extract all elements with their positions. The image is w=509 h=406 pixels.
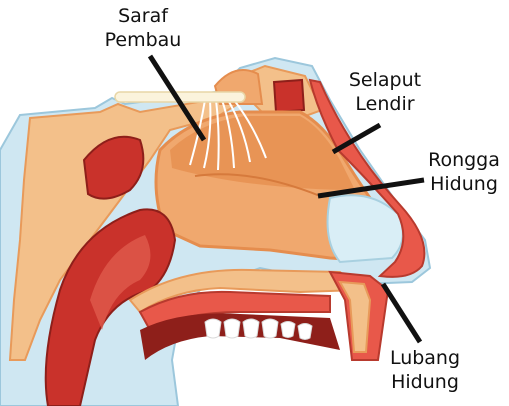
label-saraf-pembau-line1: Saraf [118, 5, 168, 27]
label-saraf-pembau-line2: Pembau [104, 29, 182, 51]
pointer-rongga-hidung [317, 177, 425, 199]
label-lubang-hidung-line2: Hidung [391, 371, 459, 393]
label-selaput-lendir: Selaput Lendir [330, 68, 440, 116]
label-rongga-hidung-line2: Hidung [430, 173, 498, 195]
label-selaput-lendir-line2: Lendir [355, 93, 415, 115]
mucous-membrane [170, 116, 355, 190]
pointer-lubang-hidung [380, 282, 423, 344]
label-selaput-lendir-line1: Selaput [348, 69, 422, 91]
pointer-saraf-pembau [147, 54, 207, 142]
pharynx-inner [90, 235, 151, 330]
teeth [204, 318, 313, 340]
upper-lip-bone [338, 280, 372, 353]
frontal-sinus [82, 135, 145, 200]
nostril-air-space [326, 194, 404, 264]
label-rongga-hidung: Rongga Hidung [418, 148, 509, 196]
label-rongga-hidung-line1: Rongga [428, 149, 500, 171]
label-lubang-hidung-line1: Lubang [389, 347, 461, 369]
label-pointers [147, 54, 425, 344]
label-saraf-pembau: Saraf Pembau [88, 4, 198, 52]
pointer-selaput-lendir [331, 122, 382, 155]
label-lubang-hidung: Lubang Hidung [370, 346, 480, 394]
upper-sinus [272, 78, 306, 114]
nasal-turbinate [194, 173, 321, 197]
